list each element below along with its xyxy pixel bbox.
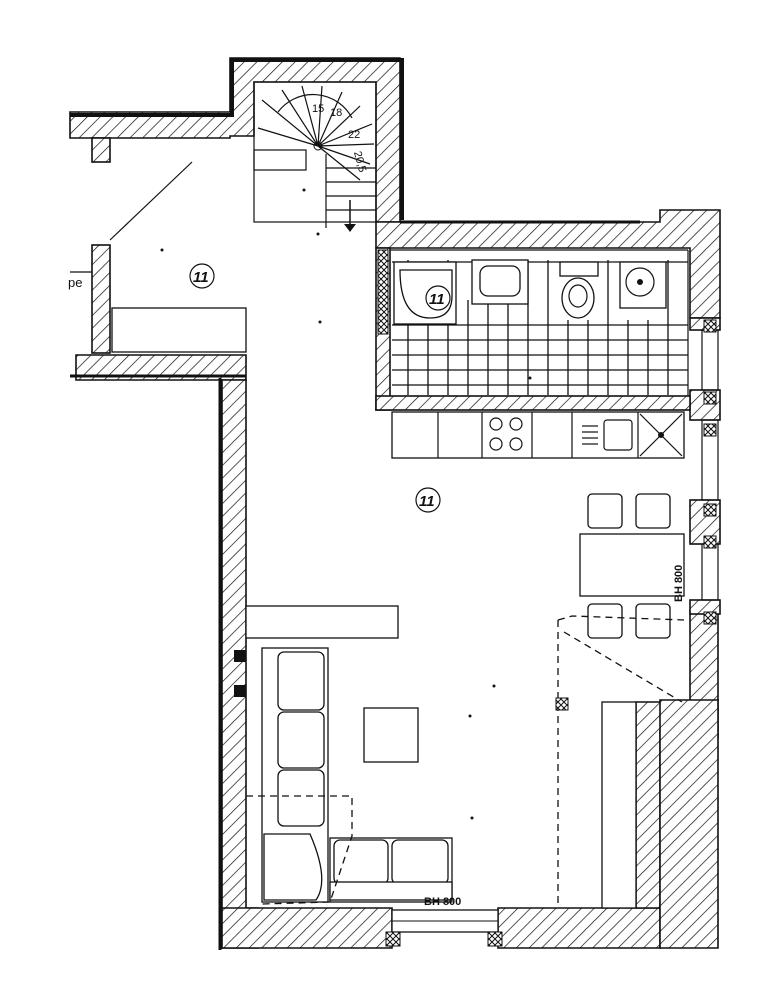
room-number-bathroom: 11 (425, 285, 451, 311)
window-height-bottom: BH 800 (424, 896, 461, 908)
upper-hall: pe (68, 161, 247, 353)
cooktop (489, 417, 523, 451)
window-height-right: BH 800 (673, 565, 685, 602)
kitchen-drainer (639, 413, 683, 457)
kitchen-sink (582, 419, 633, 451)
stair-steps-a: 15 (312, 103, 324, 115)
cut-off-room-label: pe (68, 275, 82, 290)
sofa (261, 647, 453, 903)
coffee-table (363, 707, 419, 763)
stair-rise: 22 (348, 129, 360, 141)
walls (69, 57, 721, 950)
spiral-staircase: 15 18 22 20,5 (253, 81, 377, 232)
stair-run: 20,5 (351, 150, 368, 174)
kitchen-counter (391, 411, 685, 459)
room-number-living: 11 (415, 487, 441, 513)
room-number-bathroom-text: 11 (429, 291, 445, 308)
room-number-living-text: 11 (419, 493, 435, 510)
living-area: BH 800 (245, 605, 685, 909)
stair-steps-b: 18 (330, 107, 342, 119)
room-number-hall-text: 11 (193, 269, 209, 286)
drawing-specks (160, 188, 532, 820)
bathroom (390, 249, 689, 396)
room-number-hall: 11 (189, 263, 215, 289)
dining-set: BH 800 (579, 493, 685, 639)
